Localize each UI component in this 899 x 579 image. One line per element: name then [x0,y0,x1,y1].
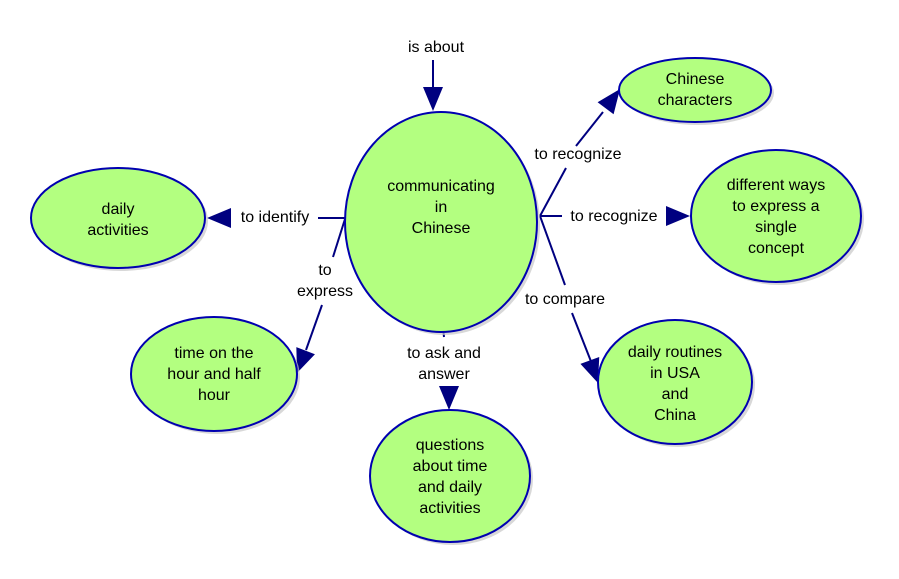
arrowhead-icon [207,208,231,228]
node-label: questions about time and daily activities [413,437,488,517]
node-label: daily activities [87,201,148,239]
node-activities[interactable]: daily activities [30,167,208,271]
node-label-line: Chinese [666,71,725,88]
node-ellipse[interactable] [369,409,531,543]
node-label-line: hour and half [167,366,261,383]
link-label-line: to [318,262,331,279]
link-label: is about [408,39,465,56]
link-express [296,218,346,373]
node-questions[interactable]: questions about time and daily activities [369,409,533,545]
node-ellipse[interactable] [130,316,298,432]
node-label-line: single [755,219,797,236]
link-compare [539,215,600,383]
node-ways[interactable]: different ways to express a single concept [690,149,864,285]
node-label-line: Chinese [412,220,471,237]
node-label-line: concept [748,240,805,257]
node-label-line: daily [102,201,135,218]
arrowhead-icon [439,386,459,410]
arrowhead-icon [597,89,620,115]
node-label-line: China [654,407,696,424]
link-label: to express [297,262,353,300]
link-is-about [423,60,443,111]
link-labels-layer: is about to recognize to recognize to compa… [241,39,658,383]
link-identify [207,208,345,228]
link-label-line: to recognize [570,208,657,225]
link-label-line: to ask and [407,345,481,362]
link-line [539,167,567,217]
node-label-line: communicating [387,178,495,195]
node-chars[interactable]: Chinese characters [618,57,774,125]
node-ellipse[interactable] [618,57,772,123]
link-label-line: to identify [241,209,309,226]
link-line [575,111,604,147]
node-label-line: and [662,386,689,403]
node-label-line: hour [198,387,231,404]
node-label-line: activities [87,222,148,239]
node-ellipse[interactable] [30,167,206,269]
node-label-line: to express a [732,198,819,215]
link-label: to recognize [534,146,621,163]
link-label-line: express [297,283,353,300]
node-label-line: about time [413,458,488,475]
link-line [571,312,593,365]
link-recognize-chars [539,89,620,217]
link-line [305,304,323,351]
link-label: to identify [241,209,309,226]
node-label-line: and daily [418,479,482,496]
link-label: to recognize [570,208,657,225]
node-label-line: activities [419,500,480,517]
arrowhead-icon [666,206,690,226]
link-line [539,215,566,286]
arrowhead-icon [296,347,315,373]
node-label: Chinese characters [658,71,733,109]
node-ellipse[interactable] [690,149,862,283]
link-label: to compare [525,291,605,308]
node-label-line: daily routines [628,344,722,361]
node-label-line: in USA [650,365,700,382]
node-label-line: time on the [174,345,253,362]
node-label-line: characters [658,92,733,109]
link-line [332,218,346,258]
link-label-line: to compare [525,291,605,308]
node-time[interactable]: time on the hour and half hour [130,316,300,434]
link-label-line: answer [418,366,470,383]
node-ellipse[interactable] [597,319,753,445]
node-label-line: questions [416,437,485,454]
link-label-line: to recognize [534,146,621,163]
node-label: time on the hour and half hour [167,345,261,404]
link-recognize-ways [540,206,690,226]
arrowhead-icon [423,87,443,111]
link-label-line: is about [408,39,465,56]
node-label: different ways to express a single concept [727,177,825,257]
node-label-line: in [435,199,447,216]
node-label-line: different ways [727,177,825,194]
arrowhead-icon [580,357,600,383]
link-label: to ask and answer [407,345,481,383]
node-ellipse[interactable] [344,111,538,333]
